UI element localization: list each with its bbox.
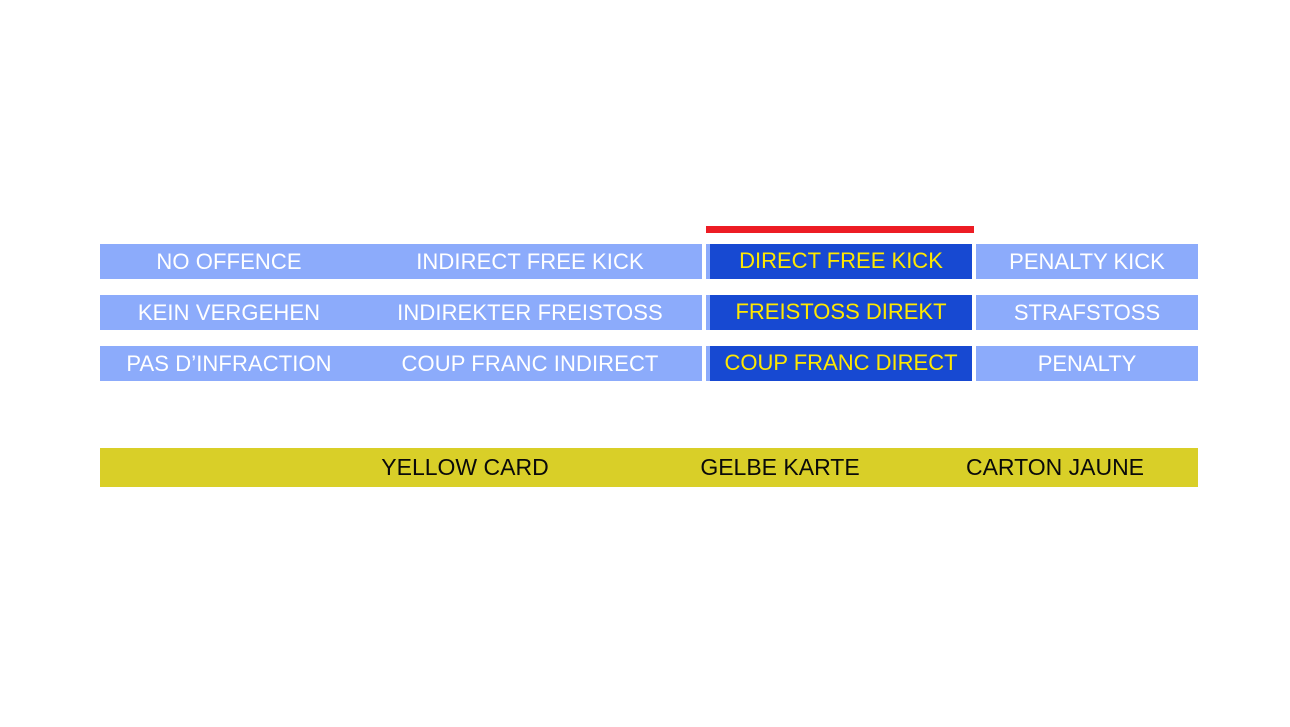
red-accent-bar [706, 226, 974, 233]
cell-coup-franc-indirect[interactable]: COUP FRANC INDIRECT [401, 351, 659, 376]
table-row: KEIN VERGEHEN INDIREKTER FREISTOSS FREIS… [100, 295, 1198, 330]
card-label-gelbe-karte: GELBE KARTE [700, 454, 860, 480]
cell-penalty-kick[interactable]: PENALTY KICK [976, 244, 1198, 279]
cell-indirect-free-kick[interactable]: INDIRECT FREE KICK [416, 249, 644, 274]
cell-freistoss-direkt-highlighted[interactable]: FREISTOSS DIREKT [706, 295, 972, 330]
table-row: PAS D’INFRACTION COUP FRANC INDIRECT COU… [100, 346, 1198, 381]
cell-indirekter-freistoss[interactable]: INDIREKTER FREISTOSS [397, 300, 663, 325]
cell-pas-d-infraction[interactable]: PAS D’INFRACTION [126, 351, 332, 376]
plain-cell-group: NO OFFENCE INDIRECT FREE KICK [100, 244, 702, 279]
yellow-card-banner: YELLOW CARD GELBE KARTE CARTON JAUNE [100, 448, 1198, 487]
cell-no-offence[interactable]: NO OFFENCE [156, 249, 302, 274]
cell-kein-vergehen[interactable]: KEIN VERGEHEN [137, 300, 321, 325]
cell-direct-free-kick-highlighted[interactable]: DIRECT FREE KICK [706, 244, 972, 279]
plain-cell-group: PAS D’INFRACTION COUP FRANC INDIRECT [100, 346, 702, 381]
cell-penalty[interactable]: PENALTY [976, 346, 1198, 381]
card-label-yellow-card: YELLOW CARD [381, 454, 549, 480]
plain-cell-group: KEIN VERGEHEN INDIREKTER FREISTOSS [100, 295, 702, 330]
cell-coup-franc-direct-highlighted[interactable]: COUP FRANC DIRECT [706, 346, 972, 381]
decision-table: NO OFFENCE INDIRECT FREE KICK DIRECT FRE… [100, 226, 1198, 381]
card-label-carton-jaune: CARTON JAUNE [965, 454, 1145, 480]
table-row: NO OFFENCE INDIRECT FREE KICK DIRECT FRE… [100, 244, 1198, 279]
cell-strafstoss[interactable]: STRAFSTOSS [976, 295, 1198, 330]
